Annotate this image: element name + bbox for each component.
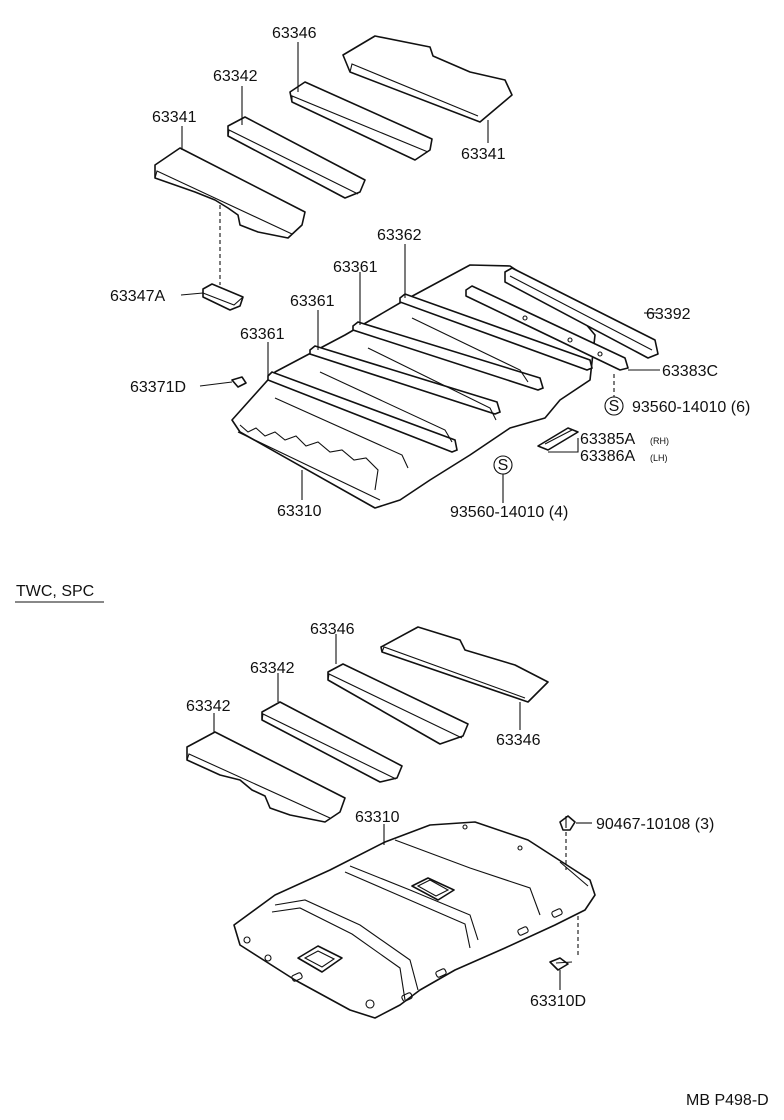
bracket-63385a — [537, 427, 579, 451]
bracket-edge — [544, 429, 573, 445]
pad-edge — [327, 673, 463, 739]
callout-63371d: 63371D — [130, 379, 186, 396]
callout-63383c: 63383C — [662, 363, 718, 380]
callout-63341-rear: 63341 — [461, 146, 506, 163]
part-63347a — [202, 283, 244, 311]
pad-63341-rear — [342, 35, 513, 123]
rail-groove — [319, 371, 453, 443]
callout-63310d: 63310D — [530, 993, 586, 1010]
vent-slot — [435, 968, 447, 978]
callout-63385a: 63385A — [580, 431, 635, 448]
callout-63386a: 63386A — [580, 448, 635, 465]
headliner-band — [394, 839, 541, 916]
headliner-front-edge — [237, 431, 381, 501]
sunroof-inner — [416, 879, 450, 897]
mount-hole — [243, 936, 251, 944]
callout-63362: 63362 — [377, 227, 422, 244]
pad-63342-lower-front — [186, 731, 346, 823]
bar-63383c — [465, 285, 629, 371]
headliner-band — [559, 861, 589, 887]
screw-symbol-letter: S — [609, 398, 620, 415]
callout-63310-upper: 63310 — [277, 503, 322, 520]
headliner-band — [274, 899, 419, 991]
mount-hole — [517, 845, 523, 851]
bar-edge — [509, 275, 653, 351]
callout-screw-rear: 93560-14010 (6) — [632, 399, 750, 416]
headliner-front-edge — [239, 424, 379, 491]
rail-63361-rear — [352, 321, 544, 391]
lower-assembly: 63346 63346 63342 63342 63310 90467-1010… — [186, 621, 714, 1019]
dome-lamp-opening — [297, 945, 343, 973]
pad-63346-lower — [327, 663, 469, 745]
section-heading: TWC, SPC — [16, 583, 94, 600]
screw-63310d — [549, 957, 573, 971]
rail-groove — [367, 347, 497, 421]
mount-hole — [365, 999, 375, 1009]
callout-63346-upper: 63346 — [272, 25, 317, 42]
pad-63341-front — [154, 147, 306, 239]
pad-edge — [349, 63, 479, 117]
bar-hole — [597, 351, 603, 357]
rail-63361-mid — [309, 345, 501, 415]
screw-symbol-center: S — [493, 455, 513, 475]
rail-63361-front — [267, 371, 458, 453]
callout-63361-front: 63361 — [240, 326, 285, 343]
callout-63342-lower-mid: 63342 — [250, 660, 295, 677]
vent-slot — [401, 992, 413, 1002]
vent-slot — [517, 926, 529, 936]
pad-edge — [381, 646, 526, 699]
vent-slot — [291, 972, 303, 982]
bar-hole — [567, 337, 573, 343]
mount-hole — [264, 954, 272, 962]
headliner-63310-lower — [233, 821, 596, 1019]
callout-63310-lower: 63310 — [355, 809, 400, 826]
clip-63371d — [231, 376, 247, 388]
callout-63347a: 63347A — [110, 288, 165, 305]
leader — [199, 381, 233, 387]
headliner-band — [344, 871, 471, 949]
leader — [548, 438, 579, 453]
callout-63361-mid: 63361 — [290, 293, 335, 310]
pad-edge — [227, 129, 359, 195]
headliner-band — [271, 907, 406, 1001]
bar-hole — [522, 315, 528, 321]
pad-edge — [291, 95, 429, 153]
callout-63385a-side: (RH) — [650, 436, 669, 446]
callout-screw-center: 93560-14010 (4) — [450, 504, 568, 521]
callout-clip-90467: 90467-10108 (3) — [596, 816, 714, 833]
clip-90467 — [559, 815, 576, 831]
vent-slot — [551, 908, 563, 918]
part-edge — [202, 292, 244, 306]
pad-63346-lower-rear — [380, 626, 549, 703]
screw-symbol-letter: S — [498, 457, 509, 474]
pad-edge — [261, 713, 397, 780]
leader — [180, 292, 204, 296]
rail-groove — [411, 317, 529, 383]
callout-63342-lower-left: 63342 — [186, 698, 231, 715]
screw-symbol-rear: S — [604, 396, 624, 416]
page-code: MB P498-D — [686, 1092, 769, 1109]
callout-63392: 63392 — [646, 306, 691, 323]
callout-63346-lower-left: 63346 — [310, 621, 355, 638]
callout-63386a-side: (LH) — [650, 453, 668, 463]
pad-edge — [186, 753, 331, 819]
dome-lamp-inner — [303, 950, 336, 968]
callout-63361-rear: 63361 — [333, 259, 378, 276]
headliner-band — [349, 865, 479, 941]
callout-63341-front: 63341 — [152, 109, 197, 126]
callout-63342-upper: 63342 — [213, 68, 258, 85]
pad-edge — [154, 170, 293, 235]
mount-hole — [462, 824, 468, 830]
upper-assembly: S S 63346 63342 63341 63341 63347A 63362… — [110, 25, 750, 521]
callout-63346-lower-right: 63346 — [496, 732, 541, 749]
rail-groove — [274, 397, 409, 469]
